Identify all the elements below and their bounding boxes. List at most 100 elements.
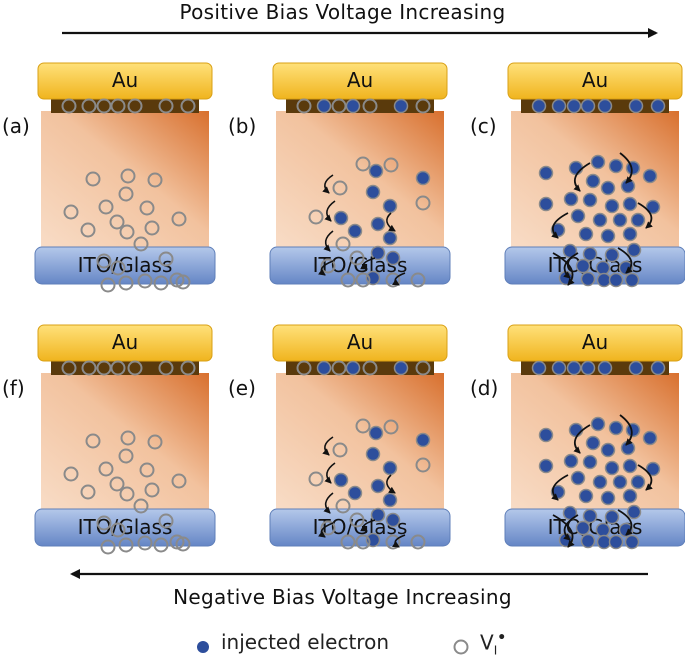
ito-label: ITO/Glass — [78, 253, 173, 277]
oxygen-vacancy — [98, 199, 114, 215]
injected-electron — [600, 228, 616, 244]
injected-electron — [551, 98, 567, 114]
panel-label: (b) — [228, 114, 256, 138]
injected-electron — [595, 522, 611, 538]
injected-electron — [570, 470, 586, 486]
injected-electron — [365, 184, 381, 200]
injected-electron — [600, 442, 616, 458]
injected-electron — [608, 534, 624, 550]
hopping-arrow — [323, 230, 334, 252]
injected-electron — [650, 98, 666, 114]
panel-label: (d) — [470, 376, 498, 400]
au-label: Au — [582, 68, 608, 92]
oxygen-vacancy — [147, 434, 163, 450]
au-electrode — [272, 62, 448, 100]
injected-electron — [382, 460, 398, 476]
injected-electron — [538, 196, 554, 212]
injected-electron — [580, 271, 596, 287]
oxygen-vacancy — [296, 360, 312, 376]
oxygen-vacancy — [332, 180, 348, 196]
au-label: Au — [347, 330, 373, 354]
oxygen-vacancy — [308, 209, 324, 225]
injected-electron — [580, 98, 596, 114]
au-electrode — [272, 324, 448, 362]
oxygen-vacancy — [61, 98, 77, 114]
oxygen-vacancy — [110, 522, 126, 538]
oxygen-vacancy — [96, 253, 112, 269]
hopping-arrow — [386, 212, 396, 232]
au-electrode — [507, 62, 683, 100]
injected-electron — [570, 208, 586, 224]
injected-electron — [585, 435, 601, 451]
oxygen-vacancy — [415, 457, 431, 473]
injected-electron — [538, 458, 554, 474]
oxygen-vacancy — [109, 476, 125, 492]
injected-electron — [624, 272, 640, 288]
au-label: Au — [112, 68, 138, 92]
injected-electron — [538, 427, 554, 443]
injected-electron — [393, 360, 409, 376]
oxygen-vacancy — [118, 448, 134, 464]
oxygen-vacancy — [332, 442, 348, 458]
oxygen-vacancy — [355, 156, 371, 172]
injected-electron — [595, 260, 611, 276]
injected-electron — [382, 198, 398, 214]
hopping-arrow — [619, 152, 633, 184]
hopping-arrow — [318, 260, 334, 276]
injected-electron — [642, 168, 658, 184]
oxygen-vacancy — [296, 98, 312, 114]
injected-electron — [575, 258, 591, 274]
hopping-arrow — [563, 252, 579, 279]
injected-electron — [645, 199, 661, 215]
injected-electron — [596, 272, 612, 288]
oxygen-vacancy — [415, 360, 431, 376]
oxygen-vacancy — [331, 360, 347, 376]
oxygen-vacancy — [61, 360, 77, 376]
oxygen-vacancy — [147, 172, 163, 188]
oxygen-vacancy — [110, 360, 126, 376]
injected-electron — [568, 160, 584, 176]
injected-electron — [590, 416, 606, 432]
oxygen-vacancy — [171, 211, 187, 227]
injected-electron — [563, 191, 579, 207]
oxygen-vacancy — [171, 473, 187, 489]
oxygen-vacancy — [120, 430, 136, 446]
injected-electron — [538, 165, 554, 181]
oxygen-vacancy — [158, 98, 174, 114]
oxygen-vacancy — [81, 360, 97, 376]
injected-electron — [370, 507, 386, 523]
oxygen-vacancy — [127, 360, 143, 376]
injected-electron — [368, 425, 384, 441]
oxygen-vacancy — [144, 482, 160, 498]
injected-electron — [630, 474, 646, 490]
oxygen-vacancy — [355, 534, 371, 550]
ito-electrode — [504, 246, 685, 285]
injected-electron — [563, 453, 579, 469]
hopping-arrow — [360, 257, 376, 270]
injected-electron — [596, 534, 612, 550]
injected-electron — [365, 446, 381, 462]
oxygen-vacancy — [119, 224, 135, 240]
top-title: Positive Bias Voltage Increasing — [179, 0, 506, 24]
oxygen-vacancy — [139, 462, 155, 478]
oxygen-vacancy — [139, 200, 155, 216]
oxygen-vacancy — [362, 360, 378, 376]
oxygen-vacancy — [349, 512, 365, 528]
hopping-arrow — [386, 474, 396, 494]
injected-electron — [347, 485, 363, 501]
hopping-arrow — [360, 519, 376, 532]
injected-electron — [531, 360, 547, 376]
injected-electron — [612, 212, 628, 228]
oxygen-vacancy — [340, 272, 356, 288]
oxygen-vacancy — [85, 171, 101, 187]
oxygen-vacancy — [81, 98, 97, 114]
injected-electron — [624, 534, 640, 550]
oxygen-vacancy — [175, 536, 191, 552]
oxygen-vacancy — [320, 520, 336, 536]
oxygen-vacancy — [120, 168, 136, 184]
injected-electron — [608, 158, 624, 174]
oxygen-vacancy — [320, 258, 336, 274]
